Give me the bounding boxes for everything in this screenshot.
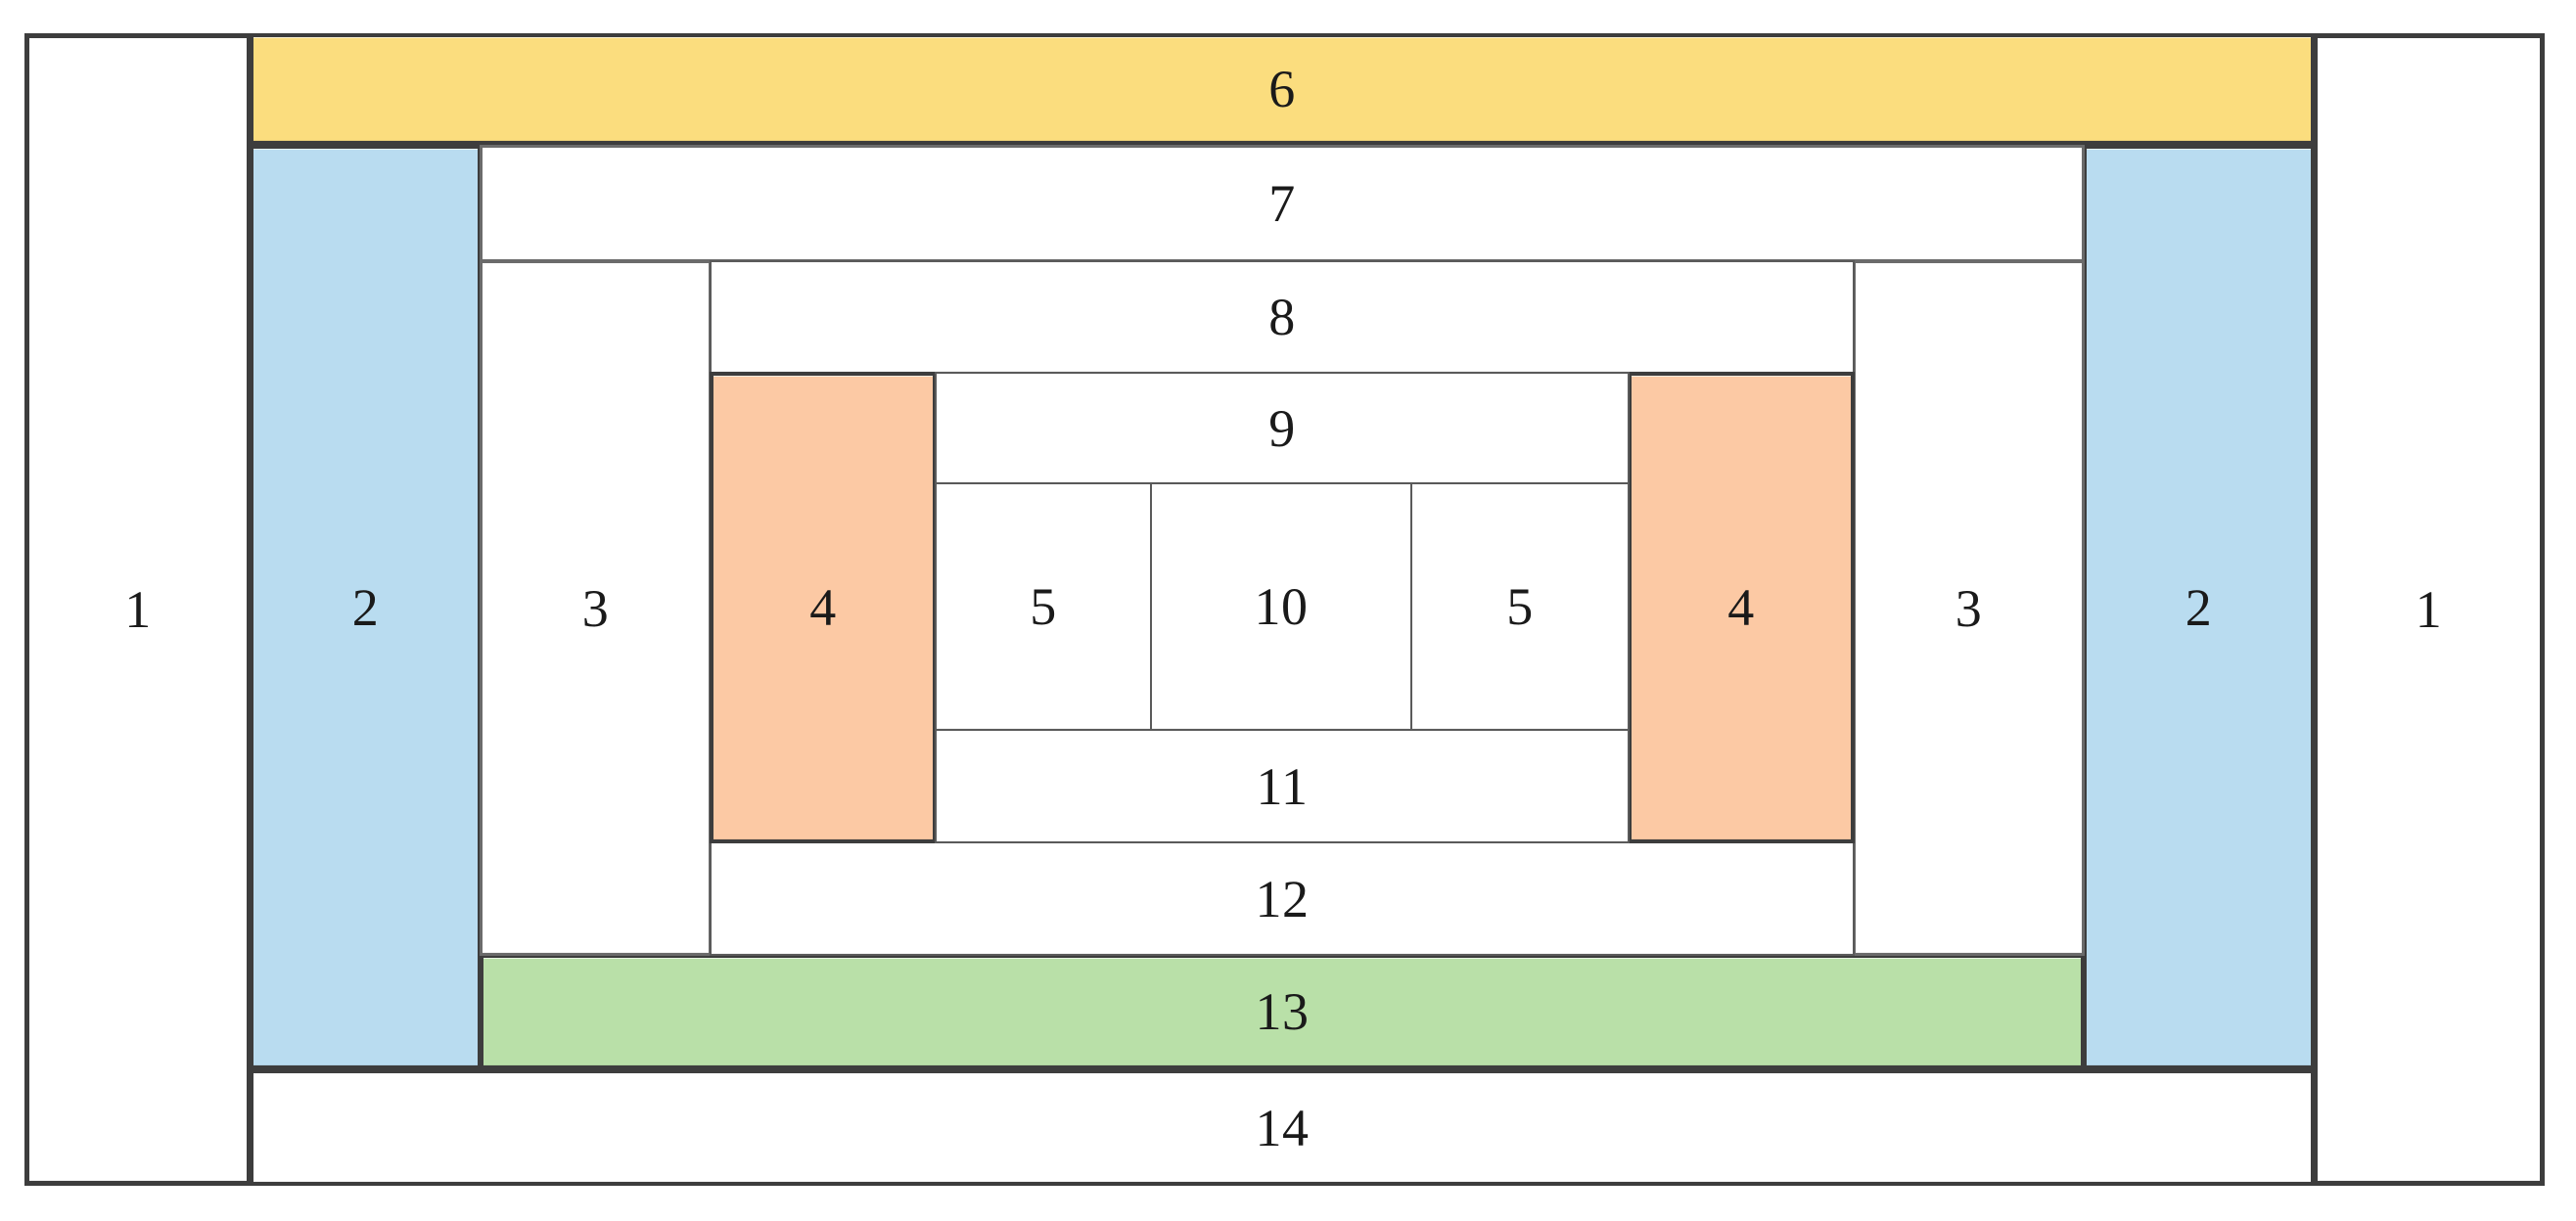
region-label: 12 [1255,869,1310,928]
region-r2-left: 2 [250,145,482,1069]
region-label: 2 [2185,577,2213,637]
region-r9: 9 [935,372,1630,484]
region-r5-left: 5 [935,482,1152,731]
region-r14-bot: 14 [250,1069,2315,1186]
region-r8: 8 [710,260,1855,374]
region-label: 4 [809,578,837,637]
region-label: 3 [1955,578,1983,638]
region-r6-top: 6 [250,33,2315,145]
region-label: 5 [1030,577,1057,636]
region-label: 4 [1727,578,1755,637]
region-r3-left: 3 [480,260,712,956]
region-r1-left: 1 [24,33,252,1186]
region-label: 13 [1255,982,1310,1041]
region-label: 9 [1268,398,1296,458]
region-r1-right: 1 [2313,33,2545,1186]
region-label: 8 [1268,288,1296,346]
region-label: 2 [351,577,380,637]
region-r13: 13 [480,954,2085,1069]
region-label: 1 [2415,580,2443,639]
region-label: 1 [124,580,152,639]
region-r7: 7 [480,145,2085,262]
region-r2-right: 2 [2083,145,2315,1069]
region-label: 11 [1256,756,1309,816]
region-r4-left: 4 [710,372,937,843]
region-r12: 12 [710,841,1855,956]
region-label: 5 [1506,577,1534,636]
region-r10: 10 [1150,482,1412,731]
region-r3-right: 3 [1853,260,2085,956]
region-r5-right: 5 [1410,482,1630,731]
region-r4-right: 4 [1628,372,1855,843]
region-label: 3 [581,578,610,638]
region-r11: 11 [935,729,1630,843]
region-label: 10 [1254,577,1309,636]
region-label: 7 [1268,174,1296,233]
region-label: 14 [1255,1098,1310,1157]
region-label: 6 [1268,60,1296,118]
